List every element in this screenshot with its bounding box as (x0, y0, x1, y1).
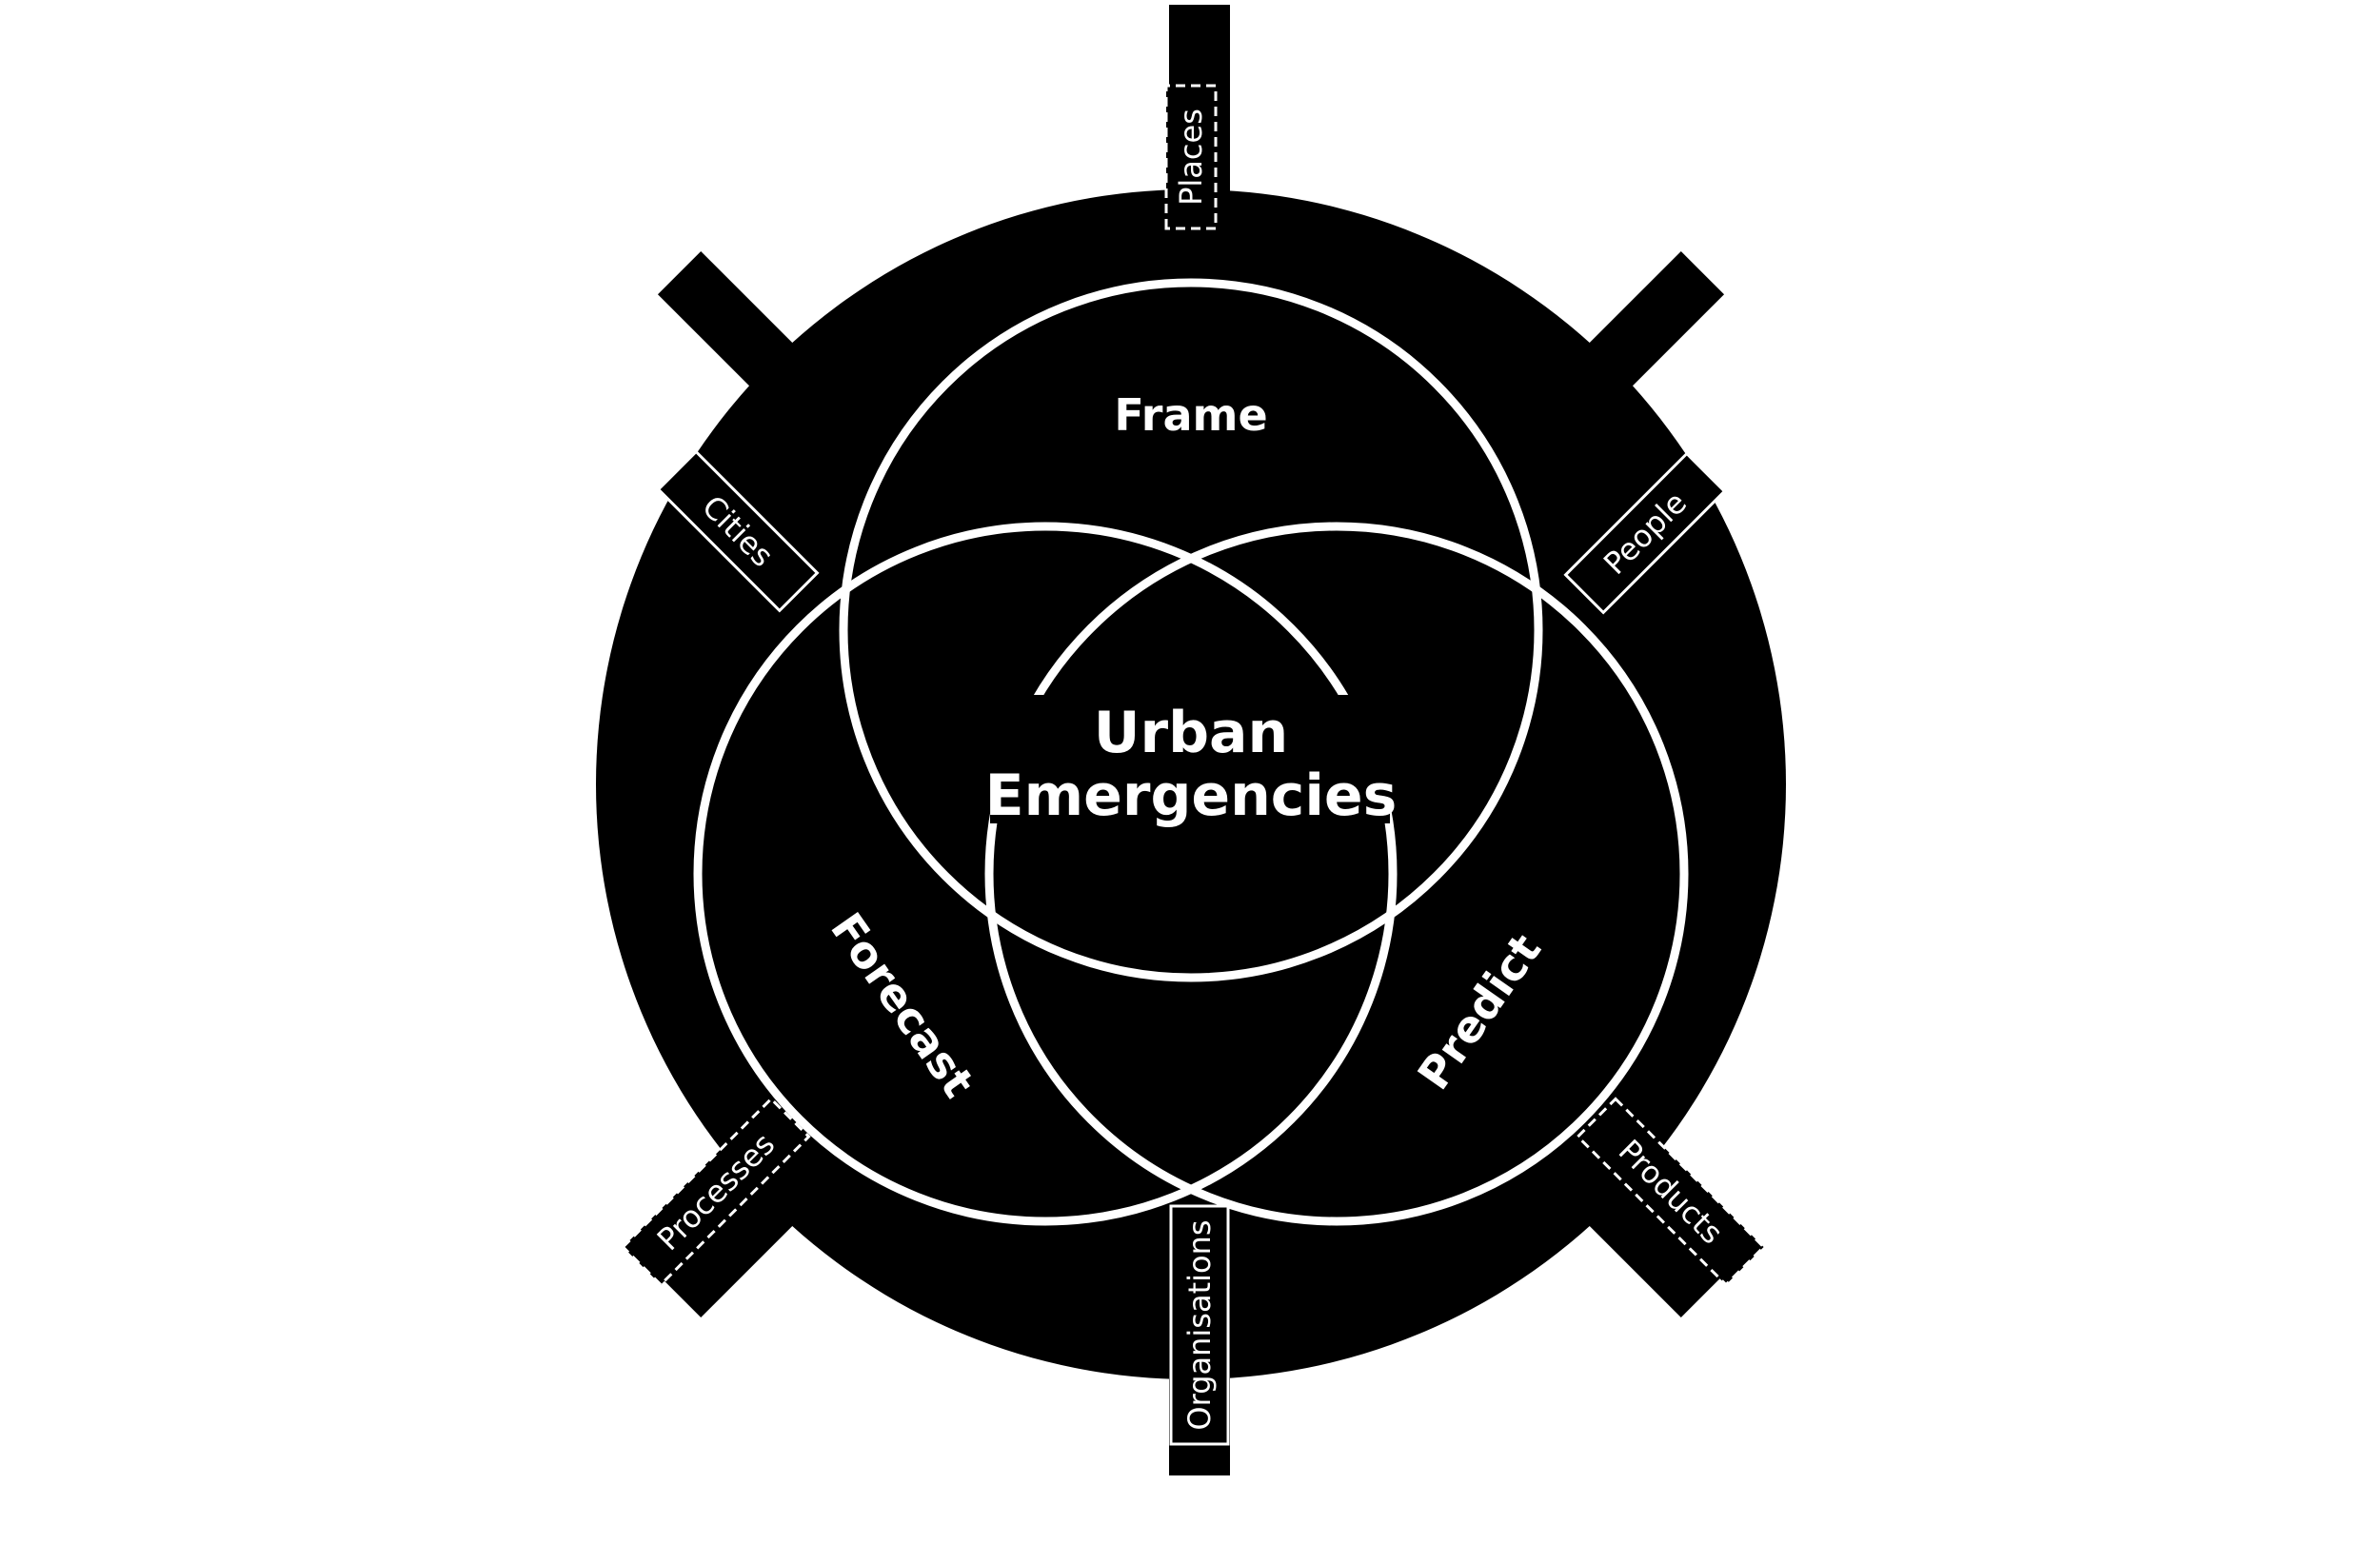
tab-box-people (1563, 451, 1727, 615)
tab-box-cities (656, 449, 820, 613)
tab-box-organisations (1169, 1204, 1230, 1446)
venn-circle-forecast (693, 522, 1398, 1226)
center-title-line1: Urban (1094, 700, 1288, 766)
tab-box-products (1576, 1097, 1766, 1287)
venn-circle-predict (984, 522, 1689, 1226)
venn-circle-frame (839, 278, 1543, 982)
tab-label-organisations: Organisations (1181, 1219, 1218, 1430)
center-label-mask (990, 695, 1390, 823)
center-title-line2: Emergencies (985, 762, 1398, 829)
tab-label-places: Places (1173, 109, 1209, 206)
venn-label-frame: Frame (1114, 389, 1267, 441)
tab-box-processes (621, 1097, 811, 1287)
tab-box-places (1164, 84, 1218, 230)
